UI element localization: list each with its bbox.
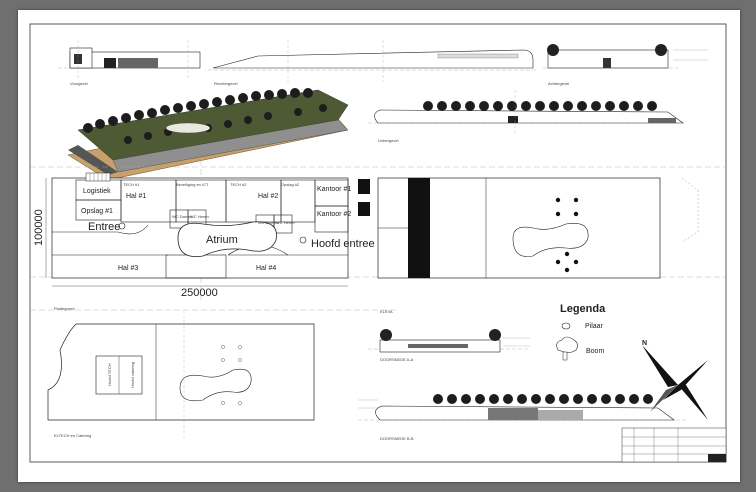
room-tech2: TECH #2 bbox=[230, 182, 247, 187]
room-hal4: Hal #4 bbox=[256, 265, 276, 272]
roof-void bbox=[512, 223, 589, 257]
label-voorgevel: Voorgevel bbox=[70, 81, 88, 86]
label-kelder: ELTECH en Catering bbox=[54, 433, 91, 438]
room-wc-a: WC Dames bbox=[172, 214, 192, 219]
basement-plan: Hoofd TECH Hoofd catering ELTECH en Cate… bbox=[30, 309, 398, 440]
legend-title: Legenda bbox=[560, 303, 606, 315]
room-beveiliging: Beveiliging en ICT bbox=[176, 182, 209, 187]
room-kantoor1: Kantoor #1 bbox=[317, 186, 351, 193]
room-hoofd-catering: Hoofd catering bbox=[130, 362, 135, 388]
room-opslag1: Opslag #1 bbox=[81, 208, 113, 215]
room-wc-b: WC Heren bbox=[190, 214, 209, 219]
roof-plan bbox=[377, 177, 699, 279]
label-doorsnede-aa: DOORSNEDE A-A bbox=[380, 357, 414, 362]
label-eleva: ELEVA bbox=[380, 309, 393, 314]
compass-north: N bbox=[642, 340, 647, 347]
basement-void bbox=[179, 368, 252, 402]
label-plattegrond: Plattegrond bbox=[54, 306, 74, 311]
room-kantoor2: Kantoor #2 bbox=[317, 211, 351, 218]
building-3d-render bbox=[67, 88, 349, 181]
room-hal3: Hal #3 bbox=[118, 265, 138, 272]
room-logistiek: Logistiek bbox=[83, 188, 111, 195]
title-block bbox=[621, 427, 727, 463]
legend-item-pilaar: Pilaar bbox=[585, 323, 604, 330]
legend-item-boom: Boom bbox=[586, 348, 604, 355]
elevation-front: Voorgevel bbox=[58, 40, 201, 86]
north-arrow-icon: N bbox=[642, 340, 708, 420]
label-achtergevel: Achtergevel bbox=[548, 81, 569, 86]
section-bb: DOORSNEDE B-B bbox=[358, 394, 688, 441]
dimension-width: 250000 bbox=[181, 287, 218, 299]
architectural-drawing: Voorgevel Rechtergevel Achtergevel bbox=[29, 23, 727, 463]
elevation-back: Achtergevel bbox=[543, 44, 708, 86]
room-atrium: Atrium bbox=[206, 234, 238, 246]
dimension-height: 100000 bbox=[33, 209, 45, 246]
atrium-void bbox=[177, 221, 277, 257]
room-hoofd-tech: Hoofd TECH bbox=[107, 363, 112, 386]
room-hal2: Hal #2 bbox=[258, 193, 278, 200]
drawing-sheet: Voorgevel Rechtergevel Achtergevel bbox=[18, 10, 740, 482]
floor-plan: Logistiek Opslag #1 Hal #1 Hal #2 Hal #3… bbox=[30, 160, 726, 311]
room-hoofdentree: Hoofd entree bbox=[311, 238, 375, 250]
elevation-right: Rechtergevel bbox=[208, 40, 538, 86]
label-linkergevel: Linkergevel bbox=[378, 138, 399, 143]
room-tech1: TECH #1 bbox=[123, 182, 140, 187]
legend-pillar-symbol bbox=[561, 322, 571, 330]
room-opslag2: Opslag #2 bbox=[281, 182, 300, 187]
room-wc-c: WC Dames bbox=[258, 220, 278, 225]
elevation-left: Linkergevel bbox=[368, 90, 684, 143]
label-rechtergevel: Rechtergevel bbox=[214, 81, 238, 86]
room-entree: Entree bbox=[88, 221, 120, 233]
label-doorsnede-bb: DOORSNEDE B-B bbox=[380, 436, 414, 441]
legend-tree-symbol bbox=[556, 336, 578, 361]
room-wc-d: WC Heren bbox=[276, 220, 295, 225]
section-aa: ELEVA DOORSNEDE A-A bbox=[368, 309, 530, 362]
sheet-border bbox=[29, 23, 727, 463]
legend: Legenda Pilaar Boom bbox=[556, 303, 606, 361]
room-hal1: Hal #1 bbox=[126, 193, 146, 200]
